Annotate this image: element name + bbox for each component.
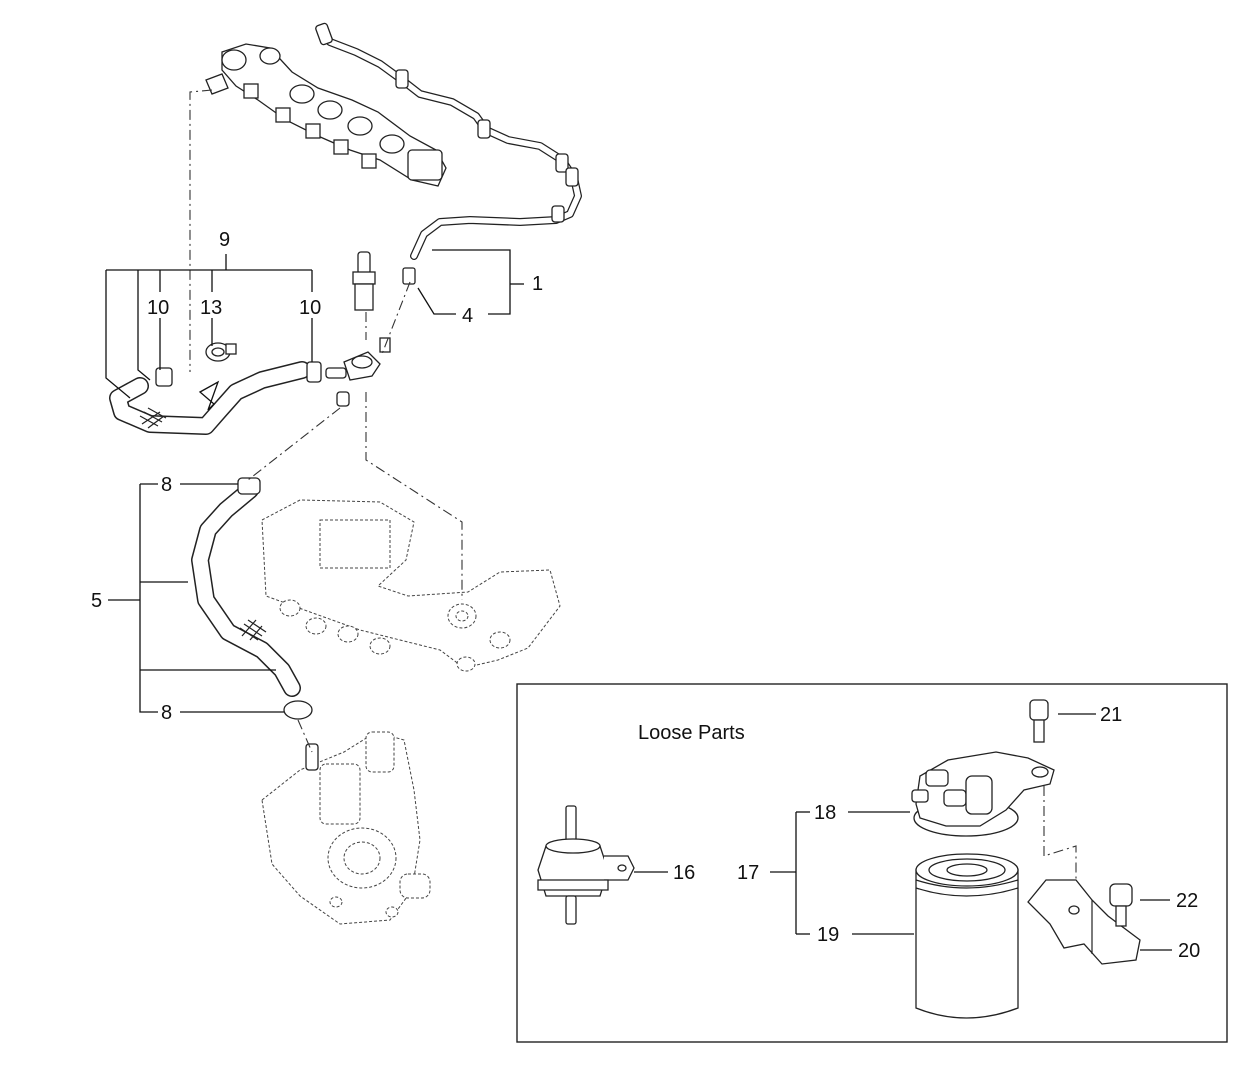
loose-parts-panel: Loose Parts	[516, 683, 1228, 1043]
item-8-clamp-bottom	[283, 700, 313, 720]
banjo-bolt	[352, 251, 376, 311]
callout-21: 21	[1100, 704, 1122, 726]
item-4-clip	[402, 267, 416, 285]
callout-19: 19	[817, 924, 839, 946]
callout-13: 13	[200, 297, 222, 319]
callout-22: 22	[1176, 890, 1198, 912]
hp-pump-ghost	[261, 731, 431, 925]
item-8-clamp-top	[237, 477, 261, 495]
assembly-line-2	[381, 281, 411, 355]
tee-fitting	[325, 337, 391, 407]
item-20-bracket	[1027, 879, 1141, 965]
callout-17: 17	[737, 862, 759, 884]
callout-8-bottom: 8	[161, 702, 172, 724]
callout-10-left: 10	[147, 297, 169, 319]
callout-10-right: 10	[299, 297, 321, 319]
callout-9: 9	[219, 229, 230, 251]
callout-18: 18	[814, 802, 836, 824]
loose-parts-title: Loose Parts	[638, 722, 745, 744]
item-22-bolt	[1109, 883, 1133, 927]
return-line	[315, 22, 582, 260]
assembly-line-4	[365, 392, 463, 600]
item-13-clamp	[205, 342, 237, 362]
assembly-line-6	[297, 719, 313, 753]
callout-20: 20	[1178, 940, 1200, 962]
fuel-rail	[205, 43, 447, 187]
item-16-inline-filter	[537, 805, 635, 925]
assembly-line-1	[189, 89, 213, 372]
callout-16: 16	[673, 862, 695, 884]
hose-assembly-5	[191, 477, 313, 720]
callout-4: 4	[462, 305, 473, 327]
assembly-line-5	[247, 407, 341, 481]
assembly-line-loose	[1043, 786, 1077, 880]
item-21-bolt	[1029, 699, 1049, 743]
item-10-clamp-left	[155, 367, 173, 387]
callout-5: 5	[91, 590, 102, 612]
hose-assembly-9	[109, 342, 322, 435]
leader-lines	[105, 249, 524, 713]
item-19-filter-cartridge	[915, 853, 1019, 1019]
callout-1: 1	[532, 273, 543, 295]
item-10-clamp-right	[306, 361, 322, 383]
filter-head-ghost	[261, 499, 561, 672]
item-18-filter-head	[911, 751, 1055, 837]
callout-8-top: 8	[161, 474, 172, 496]
